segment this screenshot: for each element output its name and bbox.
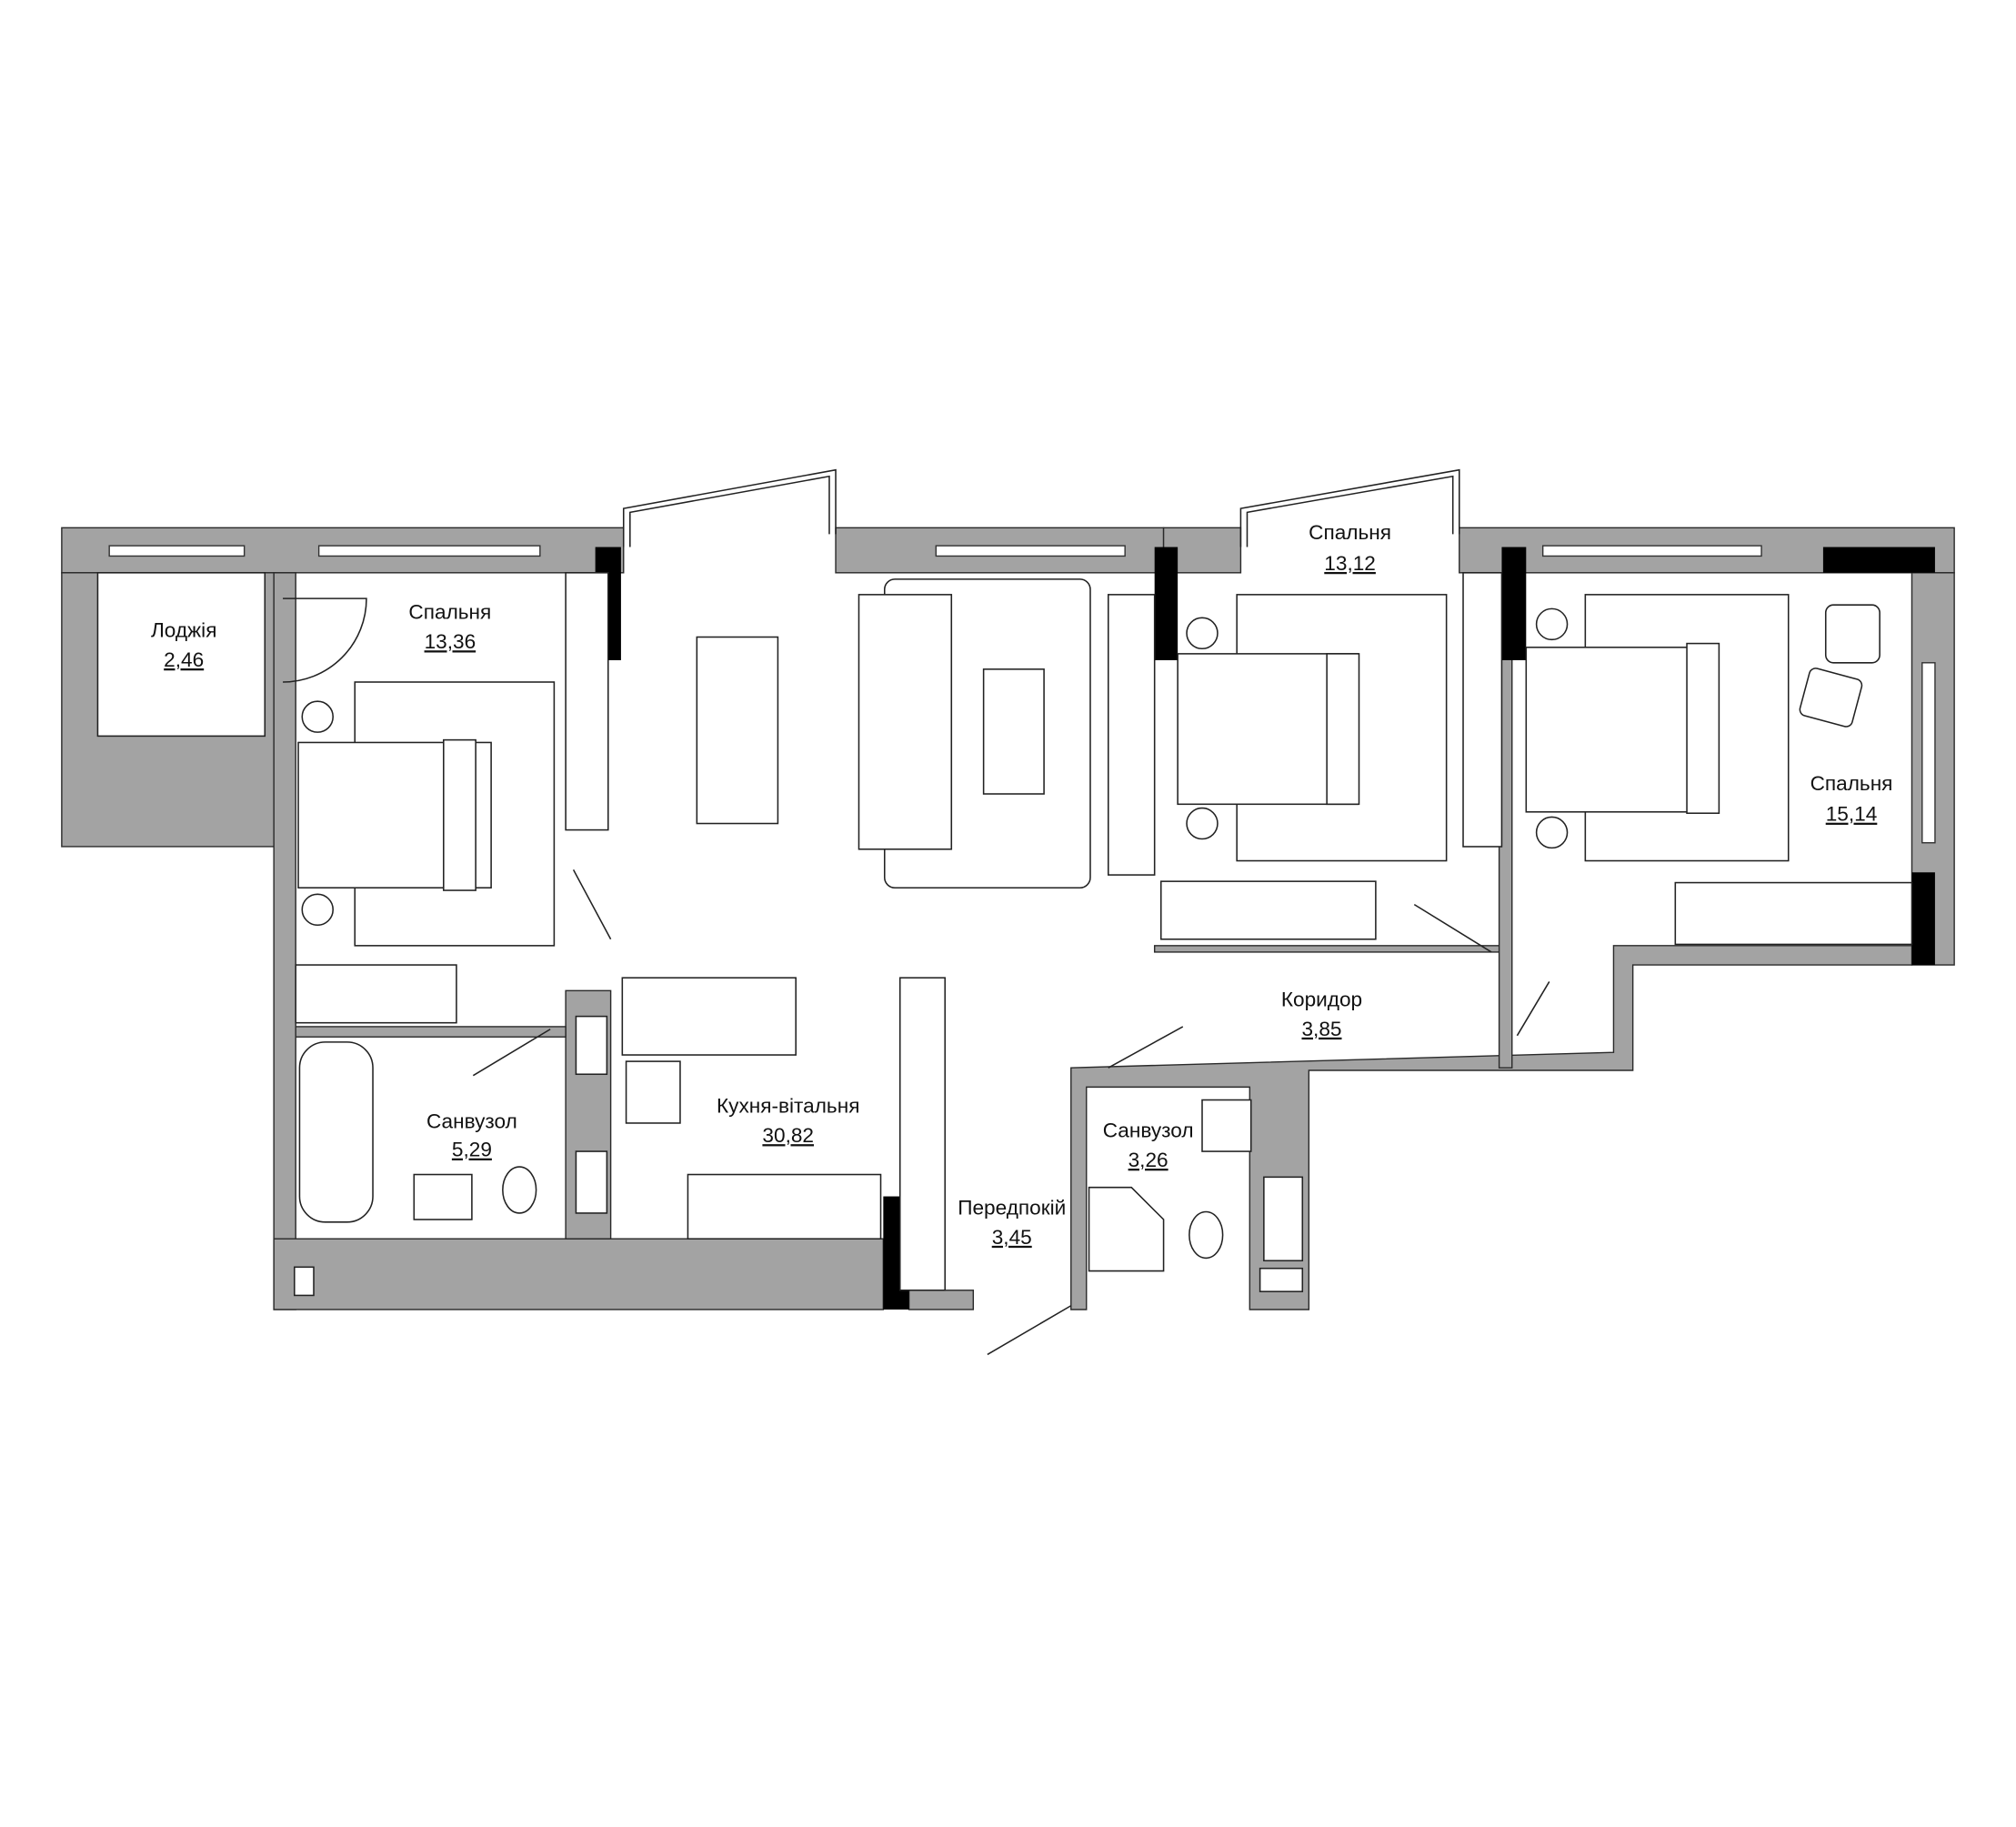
window — [1921, 662, 1936, 844]
bed — [1525, 647, 1708, 813]
window — [1541, 545, 1762, 557]
room-area-corridor: 3,85 — [1301, 1018, 1341, 1040]
toilet — [1189, 1210, 1224, 1260]
room-area-bathroom-2: 3,26 — [1128, 1149, 1168, 1171]
wardrobe — [1674, 881, 1913, 946]
cooktop — [625, 1060, 681, 1124]
doors[interactable] — [283, 597, 1550, 1356]
room-area-hallway: 3,45 — [992, 1226, 1032, 1249]
furniture — [294, 572, 1913, 1297]
window — [317, 545, 541, 557]
door-bedroom-3 — [1516, 981, 1550, 1037]
room-name-bedroom-3: Спальня — [1810, 772, 1893, 795]
wardrobe-hall — [898, 977, 946, 1291]
kitchen-counter — [687, 1173, 882, 1240]
room-name-corridor: Коридор — [1281, 988, 1362, 1010]
entrance-door — [987, 1305, 1072, 1356]
door-bedroom-1 — [572, 869, 612, 940]
bay-window-bedroom — [1239, 468, 1460, 547]
loggia-floor — [96, 572, 266, 738]
room-area-bedroom-3: 15,14 — [1826, 803, 1878, 826]
door-bathroom-2 — [1108, 1026, 1184, 1069]
room-name-bedroom-1: Спальня — [408, 601, 491, 624]
side-table — [1799, 668, 1863, 728]
room-area-bathroom-1: 5,29 — [452, 1139, 492, 1161]
door-bedroom-2 — [1413, 903, 1492, 953]
sofa — [858, 594, 953, 850]
sink — [1201, 1099, 1252, 1152]
coffee-table — [982, 668, 1045, 795]
room-name-bathroom-1: Санвузол — [426, 1110, 517, 1133]
room-area-kitchen-living: 30,82 — [762, 1124, 814, 1147]
armchair — [1824, 604, 1881, 664]
window — [935, 545, 1126, 557]
room-area-bedroom-2: 13,12 — [1324, 552, 1376, 575]
room-name-hallway: Передпокій — [958, 1196, 1066, 1219]
room-area-loggia: 2,46 — [164, 648, 204, 671]
room-name-bedroom-2: Спальня — [1309, 521, 1391, 544]
tv-stand — [1108, 594, 1156, 876]
door-bathroom-1 — [472, 1029, 551, 1077]
room-labels: Лоджія 2,46 Спальня 13,36 Спальня 13,12 … — [151, 521, 1893, 1249]
room-name-loggia: Лоджія — [151, 619, 216, 642]
toilet — [502, 1166, 537, 1214]
window — [108, 545, 246, 557]
windows[interactable] — [108, 468, 1936, 844]
shelf — [1462, 572, 1503, 848]
room-area-bedroom-1: 13,36 — [425, 630, 476, 653]
sink — [413, 1173, 473, 1220]
wardrobe — [1159, 880, 1377, 940]
bay-window-living — [622, 468, 837, 547]
room-name-bathroom-2: Санвузол — [1103, 1119, 1194, 1142]
dining-table — [696, 636, 779, 825]
room-name-kitchen-living: Кухня-вітальня — [717, 1095, 859, 1118]
shower — [1088, 1186, 1165, 1272]
shelf — [565, 572, 609, 831]
wardrobe — [295, 964, 457, 1024]
kitchen-island — [621, 977, 797, 1056]
bathtub — [298, 1041, 374, 1223]
door-loggia — [283, 597, 367, 683]
